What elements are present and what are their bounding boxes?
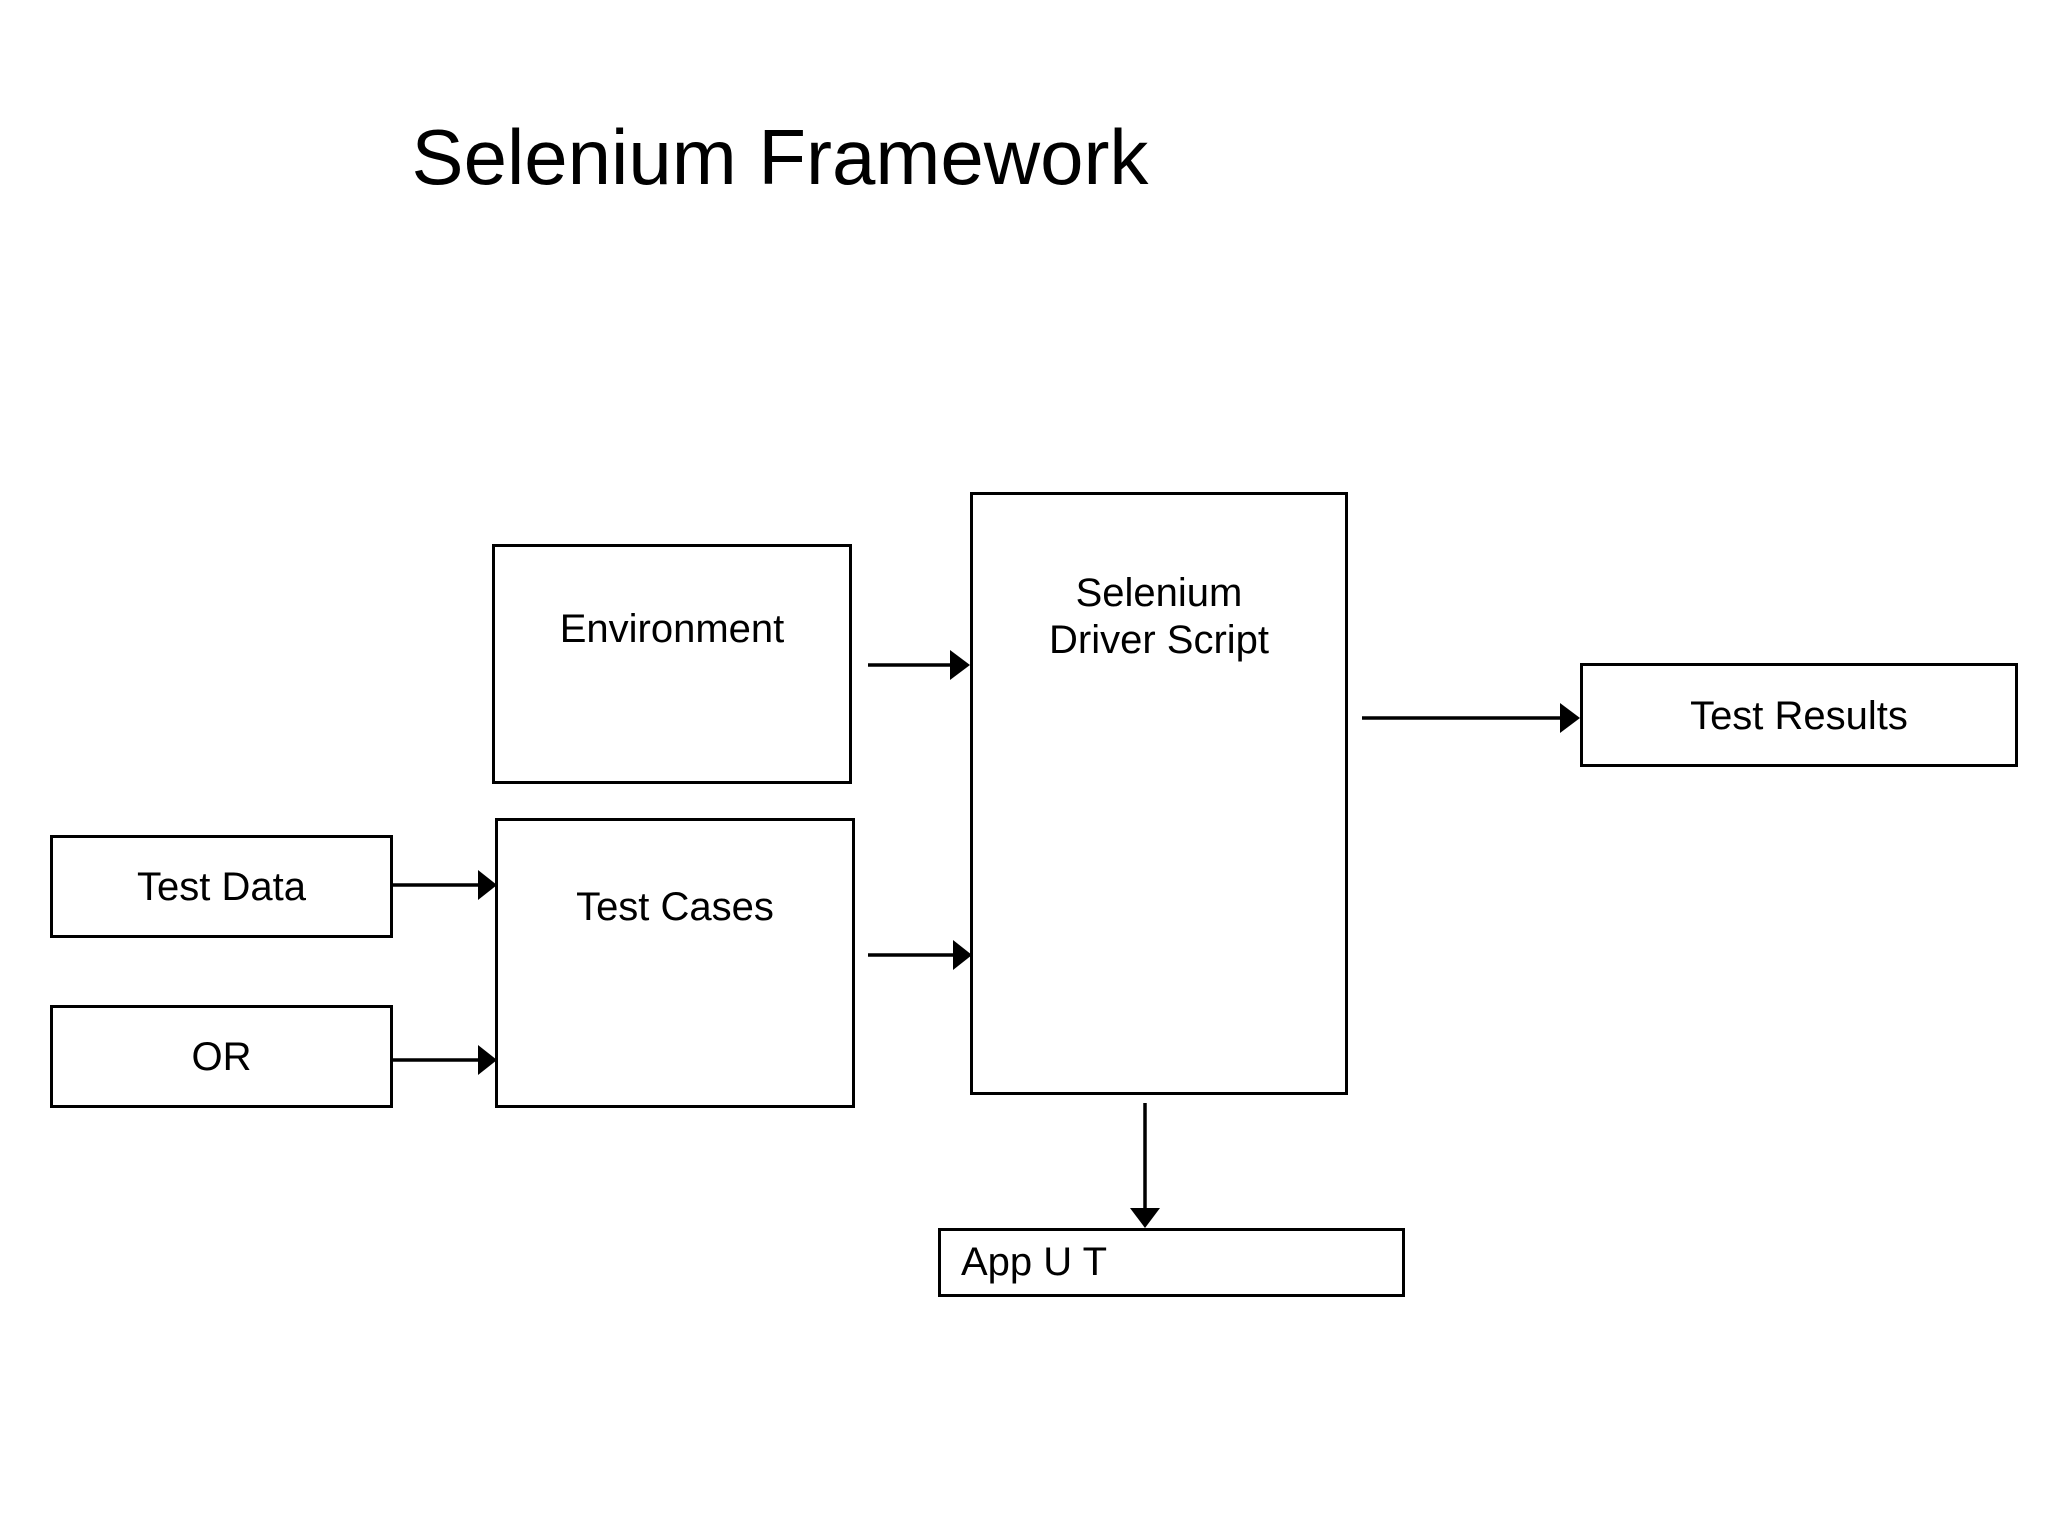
node-environment-label: Environment bbox=[559, 607, 785, 651]
edge-or-to-test-cases bbox=[393, 1045, 497, 1075]
node-test-results-label: Test Results bbox=[1690, 694, 1908, 738]
node-or-label: OR bbox=[191, 1035, 252, 1079]
edge-test-cases-to-driver-script bbox=[868, 940, 972, 970]
node-or[interactable]: OR bbox=[50, 1005, 393, 1108]
node-app-under-test-label: App U T bbox=[961, 1240, 1107, 1284]
node-test-data[interactable]: Test Data bbox=[50, 835, 393, 938]
edge-test-data-to-test-cases bbox=[393, 870, 497, 900]
edge-driver-script-to-app-ut bbox=[1130, 1103, 1160, 1228]
node-selenium-driver-script-label: Selenium Driver Script bbox=[1048, 571, 1270, 662]
node-test-results[interactable]: Test Results bbox=[1580, 663, 2018, 767]
node-test-cases-label: Test Cases bbox=[576, 885, 774, 929]
node-test-data-label: Test Data bbox=[137, 865, 306, 909]
node-selenium-driver-script[interactable]: Selenium Driver Script bbox=[970, 492, 1348, 1095]
edge-environment-to-driver-script bbox=[868, 650, 970, 680]
page-title: Selenium Framework bbox=[411, 113, 1149, 201]
node-environment[interactable]: Environment bbox=[492, 544, 852, 784]
node-test-cases[interactable]: Test Cases bbox=[495, 818, 855, 1108]
node-app-under-test[interactable]: App U T bbox=[938, 1228, 1405, 1297]
edge-driver-script-to-test-results bbox=[1362, 703, 1580, 733]
